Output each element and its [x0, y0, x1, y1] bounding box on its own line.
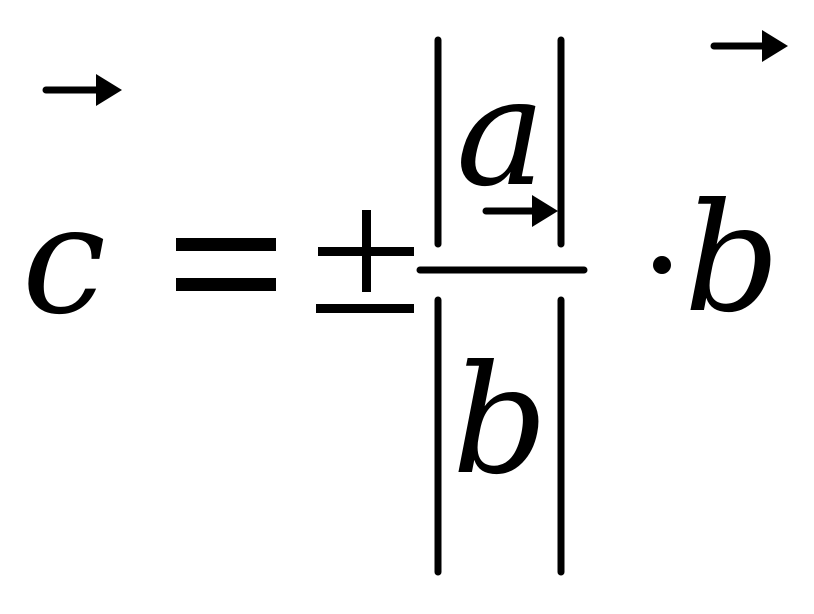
vector-arrow-b-icon [710, 30, 788, 62]
denominator-variable: b [452, 334, 548, 508]
vector-arrow-a-icon [482, 195, 558, 227]
multiplication-dot [653, 256, 671, 274]
rhs-variable: b [684, 172, 780, 346]
plus-minus-sign [316, 210, 414, 313]
equals-sign [176, 238, 276, 291]
lhs-variable: c [22, 174, 106, 348]
numerator-variable: a [456, 46, 545, 220]
vector-arrow-c-icon [42, 74, 122, 106]
